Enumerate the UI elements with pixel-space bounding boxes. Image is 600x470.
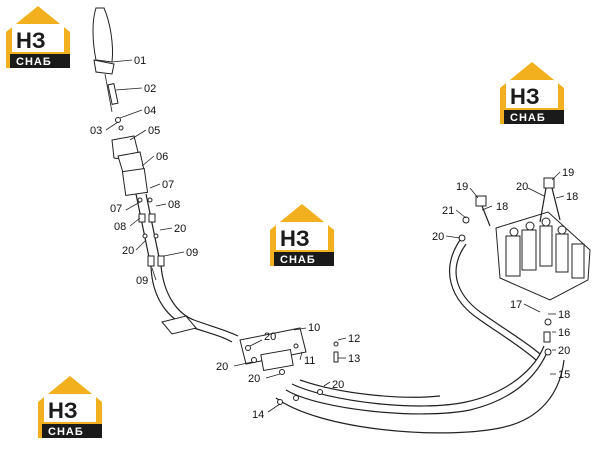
label-14: 14 bbox=[252, 409, 264, 421]
boot-base bbox=[121, 168, 149, 196]
logo-watermark-center: НЗ СНАБ bbox=[270, 204, 334, 266]
logo-top-text: НЗ bbox=[280, 226, 310, 251]
label-10: 10 bbox=[308, 322, 320, 334]
label-09b: 09 bbox=[136, 275, 148, 287]
label-06: 06 bbox=[156, 151, 168, 163]
label-20i: 20 bbox=[558, 345, 570, 357]
manifold-bracket bbox=[239, 327, 339, 375]
label-11: 11 bbox=[304, 355, 315, 367]
logo-top-text: НЗ bbox=[48, 398, 78, 423]
label-07b: 07 bbox=[110, 203, 122, 215]
joystick-assembly bbox=[92, 7, 165, 267]
label-16: 16 bbox=[558, 327, 570, 339]
label-21: 21 bbox=[442, 205, 454, 217]
label-05: 05 bbox=[148, 125, 160, 137]
label-20d: 20 bbox=[216, 361, 228, 373]
label-20h: 20 bbox=[432, 231, 444, 243]
label-20e: 20 bbox=[248, 373, 260, 385]
label-20b: 20 bbox=[122, 245, 134, 257]
logo-bottom-text: СНАБ bbox=[510, 112, 546, 124]
logo-top-text: НЗ bbox=[510, 84, 540, 109]
logo-watermark-bottom-left: НЗ СНАБ bbox=[38, 376, 102, 438]
logo-bottom-text: СНАБ bbox=[16, 56, 52, 68]
label-08b: 08 bbox=[114, 221, 126, 233]
fitting-19 bbox=[475, 195, 487, 207]
logo-watermark-top-right: НЗ СНАБ bbox=[500, 62, 564, 124]
label-03: 03 bbox=[90, 125, 102, 137]
hose-bracket-plate bbox=[161, 315, 197, 335]
pilot-hoses-left bbox=[150, 265, 239, 343]
fitting-19b bbox=[543, 177, 555, 189]
logo-top-text: НЗ bbox=[16, 28, 46, 53]
label-20a: 20 bbox=[174, 223, 186, 235]
label-17: 17 bbox=[510, 299, 522, 311]
label-04: 04 bbox=[144, 105, 156, 117]
joystick-shaft bbox=[107, 83, 119, 105]
label-18c: 18 bbox=[558, 309, 570, 321]
joystick-grip bbox=[92, 7, 113, 63]
label-20f: 20 bbox=[332, 379, 344, 391]
label-02: 02 bbox=[144, 83, 156, 95]
logo-watermark-top-left: НЗ СНАБ bbox=[6, 6, 70, 68]
label-09a: 09 bbox=[186, 247, 198, 259]
label-19a: 19 bbox=[456, 181, 468, 193]
label-12: 12 bbox=[348, 333, 360, 345]
label-15: 15 bbox=[558, 369, 570, 381]
leader-lines bbox=[105, 59, 565, 413]
logo-bottom-text: СНАБ bbox=[48, 426, 84, 438]
label-20c: 20 bbox=[264, 331, 276, 343]
label-18a: 18 bbox=[566, 191, 578, 203]
control-valve-block bbox=[458, 177, 591, 356]
label-08a: 08 bbox=[168, 199, 180, 211]
label-19b: 19 bbox=[562, 167, 574, 179]
label-01: 01 bbox=[134, 55, 146, 67]
label-13: 13 bbox=[348, 353, 360, 365]
pilot-hoses-long bbox=[275, 239, 565, 434]
label-07a: 07 bbox=[162, 179, 174, 191]
logo-bottom-text: СНАБ bbox=[280, 254, 316, 266]
label-18b: 18 bbox=[496, 201, 508, 213]
part-labels: 01 02 04 03 05 06 07 07 08 08 20 20 09 0… bbox=[90, 55, 578, 421]
label-20g: 20 bbox=[516, 181, 528, 193]
